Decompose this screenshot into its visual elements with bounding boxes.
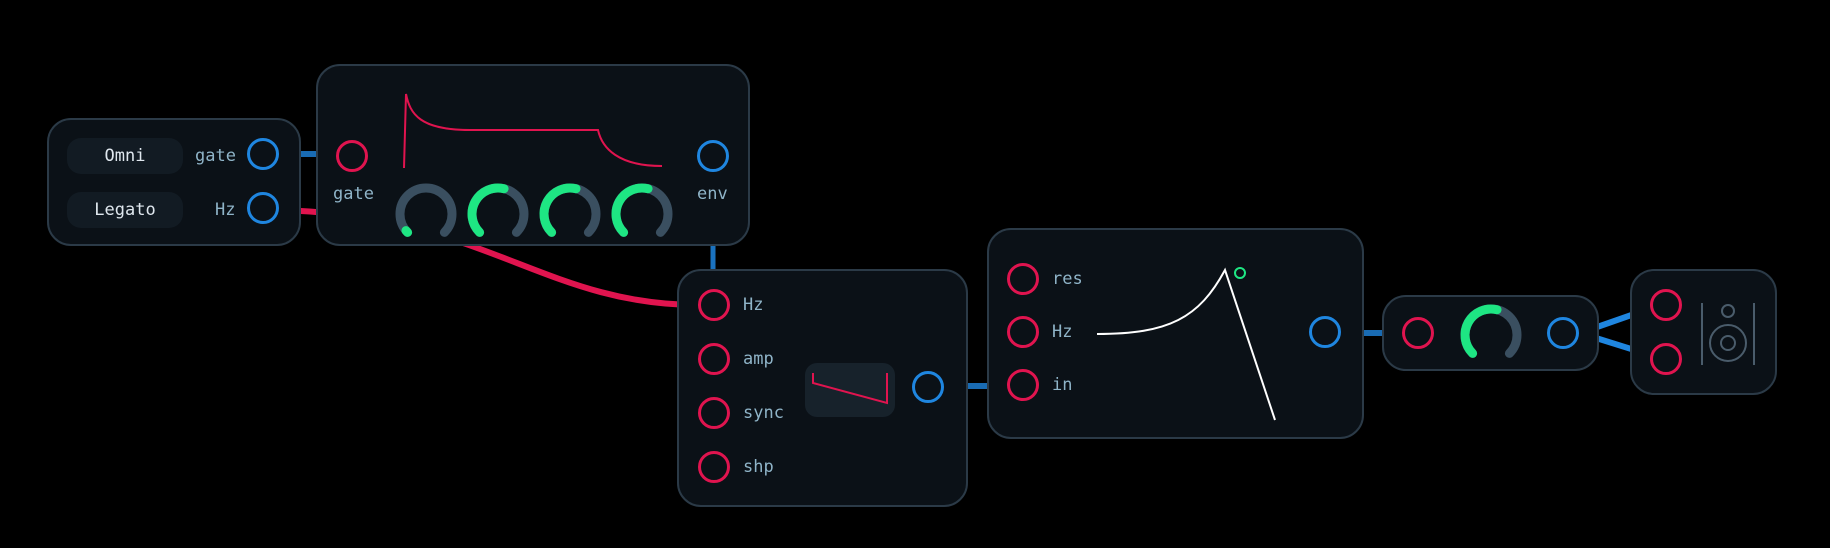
envelope-graph: [403, 93, 663, 169]
waveform-selector[interactable]: [805, 363, 895, 417]
env-output-port[interactable]: [697, 140, 729, 172]
hz-output-label: Hz: [215, 200, 236, 220]
shp-input-label: shp: [743, 457, 774, 477]
hz-input-label: Hz: [743, 295, 764, 315]
gain-input-port[interactable]: [1402, 317, 1434, 349]
envelope-node[interactable]: gate env: [316, 64, 750, 246]
filter-response-curve: [1096, 267, 1276, 421]
filter-output-port[interactable]: [1309, 316, 1341, 348]
gain-knob[interactable]: [1451, 297, 1531, 373]
speaker-icon: [1701, 303, 1755, 365]
gain-output-port[interactable]: [1547, 317, 1579, 349]
hz-output-port[interactable]: [247, 192, 279, 224]
sawtooth-wave-icon: [812, 373, 888, 405]
legato-button[interactable]: Legato: [67, 192, 183, 228]
sync-input-label: sync: [743, 403, 784, 423]
env-output-label: env: [697, 184, 728, 204]
gain-node[interactable]: [1382, 295, 1599, 371]
speaker-right-input-port[interactable]: [1650, 343, 1682, 375]
oscillator-node[interactable]: Hz amp sync shp: [677, 269, 968, 507]
res-input-label: res: [1052, 269, 1083, 289]
speaker-left-input-port[interactable]: [1650, 289, 1682, 321]
gate-input-port[interactable]: [336, 140, 368, 172]
oscillator-output-port[interactable]: [912, 371, 944, 403]
cutoff-handle: [1234, 267, 1246, 279]
sync-input-port[interactable]: [698, 397, 730, 429]
gate-input-label: gate: [333, 184, 374, 204]
filter-in-input-label: in: [1052, 375, 1073, 395]
hz-input-port[interactable]: [698, 289, 730, 321]
gate-output-port[interactable]: [247, 138, 279, 170]
res-input-port[interactable]: [1007, 263, 1039, 295]
shp-input-port[interactable]: [698, 451, 730, 483]
gain-level-knob-value-arc[interactable]: [1460, 304, 1502, 358]
filter-in-input-port[interactable]: [1007, 369, 1039, 401]
midi-input-node[interactable]: Omni Legato gate Hz: [47, 118, 301, 246]
amp-input-label: amp: [743, 349, 774, 369]
filter-hz-input-port[interactable]: [1007, 316, 1039, 348]
filter-hz-input-label: Hz: [1052, 322, 1073, 342]
speaker-output-node[interactable]: [1630, 269, 1777, 395]
omni-button[interactable]: Omni: [67, 138, 183, 174]
filter-node[interactable]: res Hz in: [987, 228, 1364, 439]
gate-output-label: gate: [195, 146, 236, 166]
amp-input-port[interactable]: [698, 343, 730, 375]
